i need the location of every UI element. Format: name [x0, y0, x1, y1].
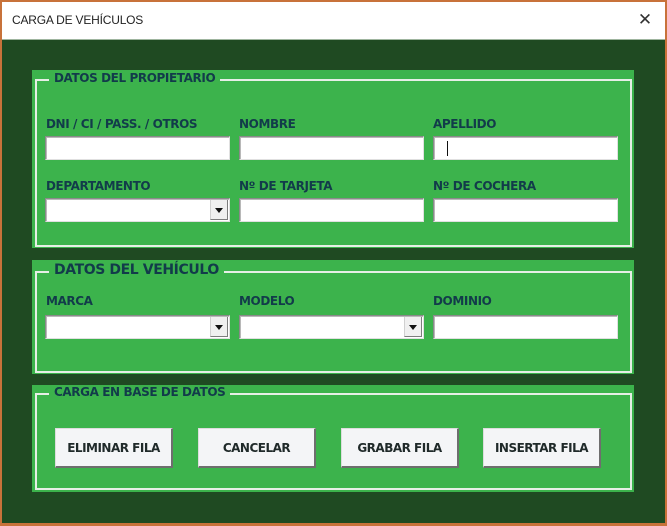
chevron-down-icon[interactable] [210, 317, 228, 337]
vehicle-panel: DATOS DEL VEHÍCULO MARCA MODELO DOMINIO [32, 260, 634, 374]
owner-panel: DATOS DEL PROPIETARIO DNI / CI / PASS. /… [32, 70, 634, 248]
grabar-fila-button[interactable]: GRABAR FILA [341, 428, 459, 468]
title-bar[interactable]: CARGA DE VEHÍCULOS ✕ [2, 2, 665, 40]
owner-section-legend: DATOS DEL PROPIETARIO [49, 71, 221, 85]
dominio-input[interactable] [433, 315, 618, 339]
eliminar-fila-button[interactable]: ELIMINAR FILA [55, 428, 173, 468]
vehicle-frame: DATOS DEL VEHÍCULO [35, 262, 632, 373]
text-caret [447, 141, 448, 156]
vehicle-section-legend: DATOS DEL VEHÍCULO [49, 262, 224, 278]
db-section-legend: CARGA EN BASE DE DATOS [49, 385, 231, 399]
chevron-down-icon[interactable] [404, 317, 422, 337]
dominio-label: DOMINIO [433, 294, 492, 308]
departamento-select[interactable] [45, 198, 230, 222]
window-title: CARGA DE VEHÍCULOS [12, 13, 144, 27]
departamento-label: DEPARTAMENTO [46, 179, 151, 193]
apellido-input[interactable] [433, 136, 618, 160]
tarjeta-label: Nº DE TARJETA [239, 179, 333, 193]
modelo-label: MODELO [239, 294, 295, 308]
marca-select[interactable] [45, 315, 230, 339]
dni-input[interactable] [45, 136, 230, 160]
nombre-input[interactable] [239, 136, 424, 160]
modelo-select[interactable] [239, 315, 424, 339]
insertar-fila-button[interactable]: INSERTAR FILA [483, 428, 601, 468]
cochera-label: Nº DE COCHERA [433, 179, 536, 193]
chevron-down-icon[interactable] [210, 200, 228, 220]
dni-label: DNI / CI / PASS. / OTROS [46, 117, 198, 131]
owner-frame: DATOS DEL PROPIETARIO [35, 71, 632, 247]
cochera-input[interactable] [433, 198, 618, 222]
close-icon[interactable]: ✕ [637, 10, 653, 30]
db-panel: CARGA EN BASE DE DATOS ELIMINAR FILA CAN… [32, 385, 634, 492]
cancelar-button[interactable]: CANCELAR [198, 428, 316, 468]
tarjeta-input[interactable] [239, 198, 424, 222]
nombre-label: NOMBRE [239, 117, 296, 131]
apellido-label: APELLIDO [433, 117, 496, 131]
db-frame: CARGA EN BASE DE DATOS [35, 385, 632, 490]
marca-label: MARCA [46, 294, 93, 308]
